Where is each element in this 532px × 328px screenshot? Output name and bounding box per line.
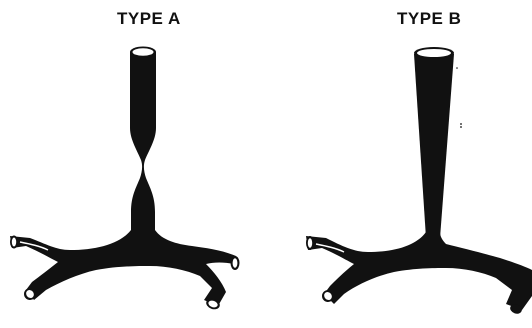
type-a-left-opening-inner [12, 238, 16, 247]
type-b-tapered-tube [414, 54, 454, 238]
scan-speck [456, 67, 458, 69]
type-b-left-opening-inner [308, 238, 312, 248]
type-a-tube-opening-inner [133, 48, 154, 56]
scan-speck [460, 123, 462, 125]
type-a-illustration [10, 47, 240, 312]
type-b-tube-opening-inner [417, 49, 451, 57]
type-a-constricted-tube [130, 52, 156, 238]
scan-speck [460, 126, 462, 128]
type-b-branching-base [306, 232, 532, 310]
type-a-right-opening-inner [233, 258, 238, 268]
type-a-branching-base [10, 230, 236, 306]
type-b-illustration [306, 47, 532, 315]
